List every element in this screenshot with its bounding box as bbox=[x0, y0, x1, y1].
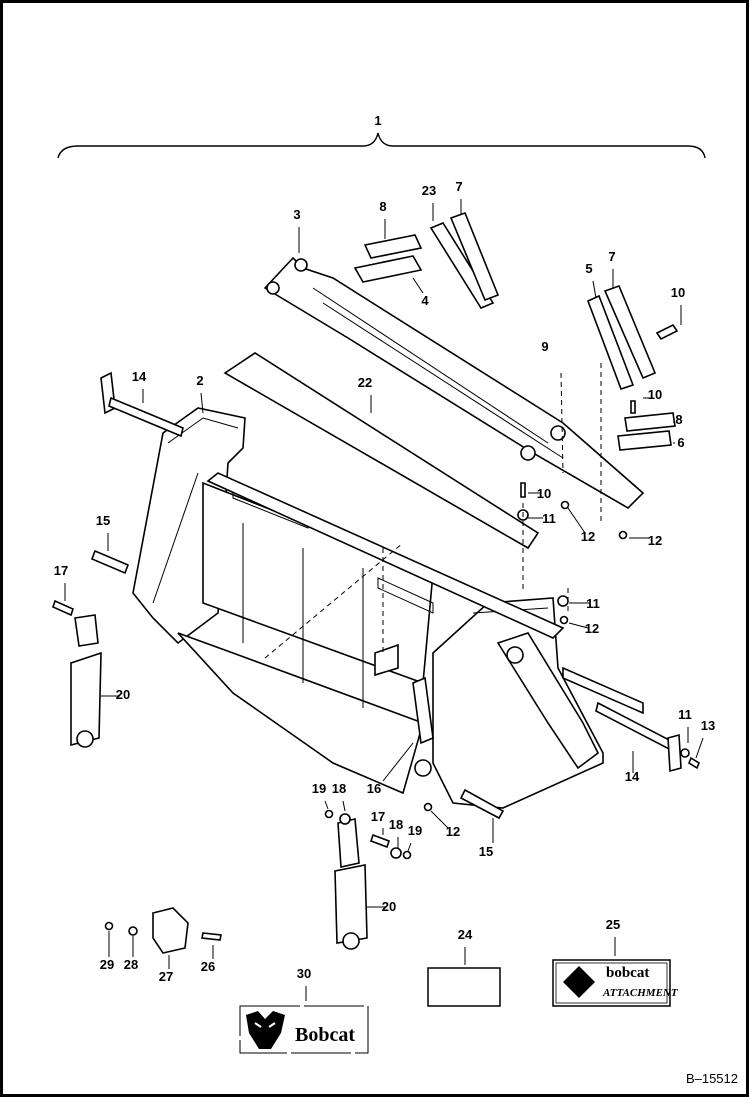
leader-c4 bbox=[412, 277, 424, 294]
leader-c18a bbox=[342, 800, 346, 812]
washer-11-far bbox=[680, 748, 690, 758]
callout-c10c: 10 bbox=[537, 486, 551, 501]
callout-c22: 22 bbox=[358, 375, 372, 390]
washer-18-a bbox=[339, 813, 351, 825]
callout-c23: 23 bbox=[422, 183, 436, 198]
washer-19-a bbox=[324, 809, 334, 819]
callout-c3: 3 bbox=[293, 207, 300, 222]
callout-c8a: 8 bbox=[379, 199, 386, 214]
nut-12-far bbox=[618, 530, 628, 540]
bobcat-logo-icon bbox=[246, 1011, 285, 1049]
pin-15-left bbox=[90, 549, 130, 575]
callout-c28: 28 bbox=[124, 957, 138, 972]
drawing-reference: B–15512 bbox=[686, 1071, 738, 1086]
callout-c14a: 14 bbox=[132, 369, 147, 384]
nut-12-low bbox=[560, 500, 570, 510]
callout-c16: 16 bbox=[367, 781, 381, 796]
leader-c2 bbox=[200, 392, 204, 414]
plate-4 bbox=[353, 255, 423, 283]
attachment-decal-brand: bobcat bbox=[606, 965, 649, 981]
callout-c20a: 20 bbox=[116, 687, 130, 702]
leader-lines bbox=[64, 199, 704, 1001]
callout-c12b: 12 bbox=[648, 533, 662, 548]
tooth-bar-right bbox=[586, 284, 657, 391]
callout-c2: 2 bbox=[196, 373, 203, 388]
leader-c19a bbox=[324, 800, 329, 810]
callout-c24: 24 bbox=[458, 927, 473, 942]
callout-c17b: 17 bbox=[371, 809, 385, 824]
plate-8-right bbox=[624, 412, 676, 432]
leader-c12c bbox=[568, 622, 589, 629]
leader-c12a bbox=[567, 507, 586, 534]
callout-c4: 4 bbox=[421, 293, 429, 308]
grapple-arm bbox=[263, 256, 645, 510]
callout-c30: 30 bbox=[297, 966, 311, 981]
callout-c19a: 19 bbox=[312, 781, 326, 796]
bolt-10-top bbox=[655, 323, 679, 341]
nut-12-right bbox=[559, 615, 569, 625]
assembly-brace bbox=[57, 132, 706, 159]
callout-c5: 5 bbox=[585, 261, 592, 276]
leader-c5 bbox=[592, 280, 597, 299]
leader-c13 bbox=[695, 737, 704, 759]
callout-c10b: 10 bbox=[648, 387, 662, 402]
callout-c7b: 7 bbox=[608, 249, 615, 264]
plate-6 bbox=[617, 430, 672, 451]
callout-c27: 27 bbox=[159, 969, 173, 984]
plate-8-upper bbox=[363, 234, 423, 259]
bolt-10-mid bbox=[630, 400, 636, 414]
callout-c18b: 18 bbox=[389, 817, 403, 832]
callout-c12d: 12 bbox=[446, 824, 460, 839]
callout-c11b: 11 bbox=[586, 596, 600, 611]
pin-17-lower bbox=[369, 833, 391, 849]
step-hardware bbox=[104, 907, 222, 954]
leader-c16 bbox=[382, 742, 414, 782]
cylinder-left bbox=[70, 614, 102, 748]
callout-c17a: 17 bbox=[54, 563, 68, 578]
callout-c10a: 10 bbox=[671, 285, 685, 300]
exploded-parts-diagram: 1234567788910101011111112121212131414151… bbox=[52, 113, 738, 1086]
callout-c26: 26 bbox=[201, 959, 215, 974]
decal-25-attachment bbox=[552, 959, 671, 1007]
callout-c11a: 11 bbox=[542, 511, 556, 526]
callout-c13: 13 bbox=[701, 718, 715, 733]
washer-19-b bbox=[402, 850, 412, 860]
callout-c7a: 7 bbox=[455, 179, 462, 194]
callout-c6: 6 bbox=[677, 435, 684, 450]
nut-12-bottom bbox=[423, 802, 433, 812]
callout-c8b: 8 bbox=[675, 412, 682, 427]
bucket-body bbox=[132, 407, 644, 820]
callout-c11c: 11 bbox=[678, 707, 692, 722]
cylinder-lower bbox=[334, 818, 368, 950]
callout-c9: 9 bbox=[541, 339, 548, 354]
bolt-13 bbox=[688, 756, 700, 770]
wear-strip bbox=[223, 352, 540, 550]
cross-tube-left bbox=[100, 371, 184, 438]
callout-c12a: 12 bbox=[581, 529, 595, 544]
callout-c20b: 20 bbox=[382, 899, 396, 914]
leader-c19b bbox=[407, 842, 412, 852]
callout-c18a: 18 bbox=[332, 781, 346, 796]
callout-c19b: 19 bbox=[408, 823, 422, 838]
callout-c12c: 12 bbox=[585, 621, 599, 636]
tooth-bar-left bbox=[429, 211, 500, 309]
callout-c15a: 15 bbox=[96, 513, 110, 528]
callout-c15b: 15 bbox=[479, 844, 493, 859]
callout-c14b: 14 bbox=[625, 769, 640, 784]
callout-c29: 29 bbox=[100, 957, 114, 972]
leader-c12d bbox=[430, 810, 449, 829]
attachment-decal-text: ATTACHMENT bbox=[602, 987, 679, 999]
decal-24-blank bbox=[427, 967, 501, 1007]
decal-30-bobcat bbox=[239, 1005, 369, 1054]
washer-18-b bbox=[390, 847, 402, 859]
cross-tube-right bbox=[595, 701, 682, 773]
callout-c25: 25 bbox=[606, 917, 620, 932]
callout-c1: 1 bbox=[374, 113, 381, 128]
pin-17-left bbox=[52, 599, 74, 617]
bobcat-decal-text: Bobcat bbox=[295, 1024, 355, 1046]
bolt-10-low bbox=[520, 482, 526, 498]
washer-11-right bbox=[557, 595, 569, 607]
